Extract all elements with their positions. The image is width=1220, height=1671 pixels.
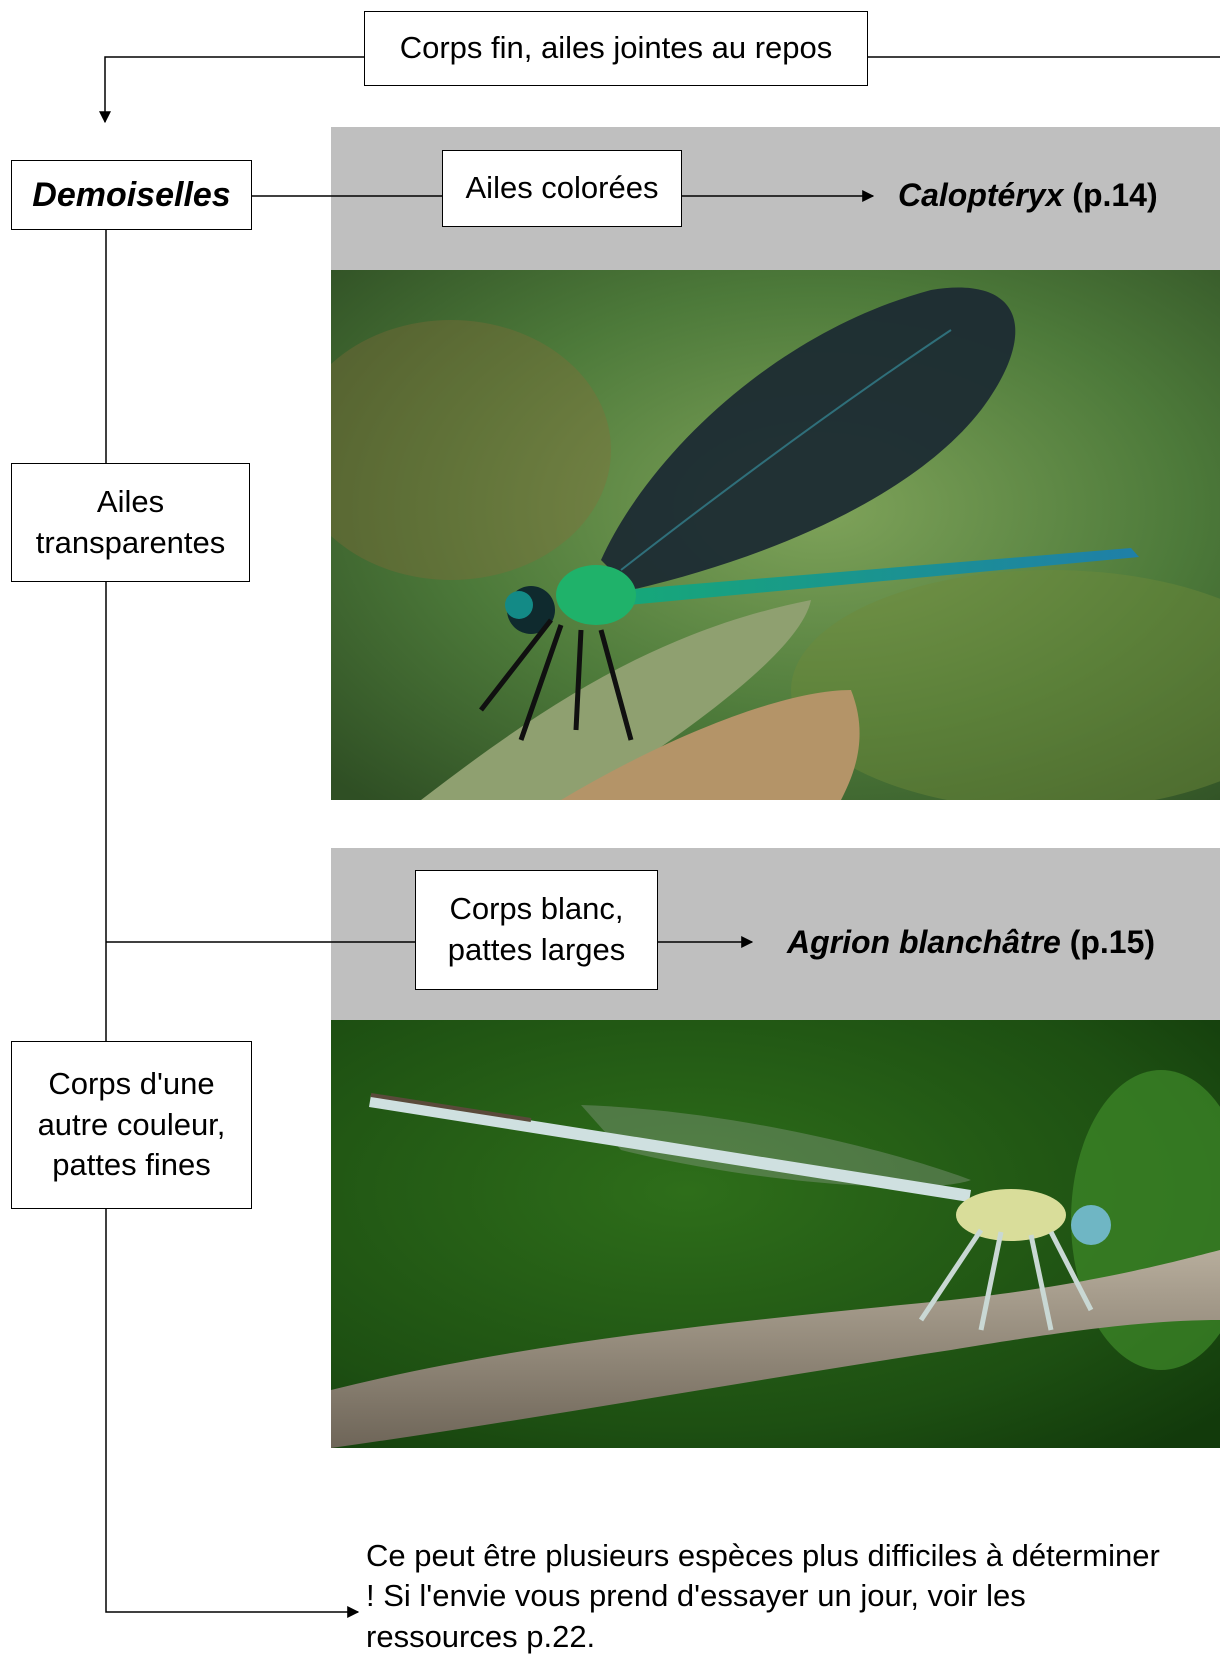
result-agrion-name: Agrion blanchâtre [787,924,1061,960]
result-agrion-page: (p.15) [1070,924,1155,960]
footer-note: Ce peut être plusieurs espèces plus diff… [366,1536,1166,1657]
line-top-left [105,57,364,122]
group-title-box: Demoiselles [11,160,252,230]
result-calopteryx-page: (p.14) [1072,177,1157,213]
result-calopteryx-name: Caloptéryx [898,177,1063,213]
top-criterion-box: Corps fin, ailes jointes au repos [364,11,868,86]
result-agrion: Agrion blanchâtre (p.15) [787,924,1155,961]
line-trunk-3 [106,1209,358,1612]
criterion-white-box: Corps blanc, pattes larges [415,870,658,990]
criterion-colored-box: Ailes colorées [442,150,682,227]
criterion-transparent-box: Ailes transparentes [11,463,250,582]
result-calopteryx: Caloptéryx (p.14) [898,177,1158,214]
criterion-other-box: Corps d'une autre couleur, pattes fines [11,1041,252,1209]
group-title: Demoiselles [32,173,230,218]
